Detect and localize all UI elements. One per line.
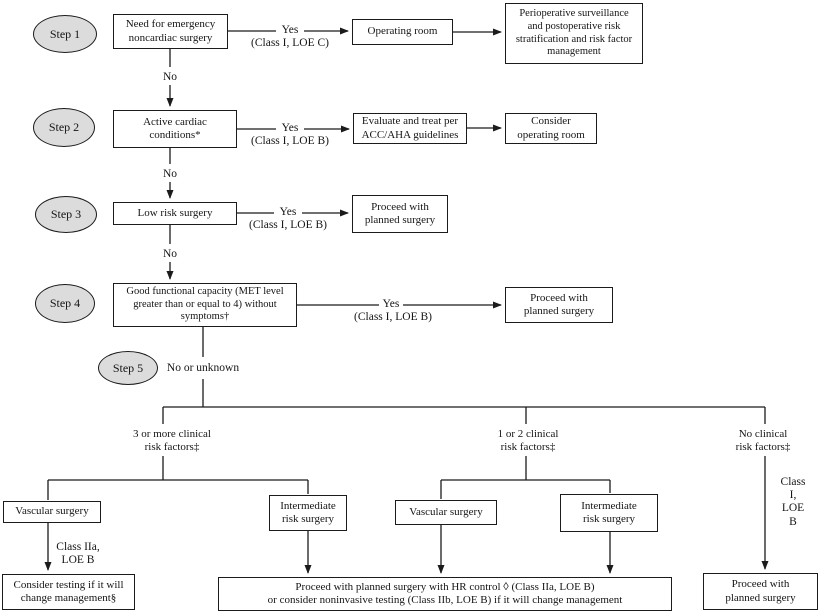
proceed-surgery-step3-box: Proceed with planned surgery [352,195,448,233]
operating-room-box: Operating room [352,19,453,45]
no-label-step1: No [162,71,178,83]
no-or-unknown-label: No or unknown [166,362,240,374]
no-label-step2: No [162,168,178,180]
intermediate-risk-mid-box: Intermediate risk surgery [560,494,658,532]
class-iia-loe-b-label: Class IIa, LOE B [56,541,100,567]
branch-one-or-two-label: 1 or 2 clinical risk factors‡ [497,428,559,453]
consider-testing-box: Consider testing if it will change manag… [2,574,135,610]
step-3-badge: Step 3 [35,196,97,233]
proceed-hr-control-box: Proceed with planned surgery with HR con… [218,577,672,611]
step-4-badge: Step 4 [35,284,95,323]
yes-label-step4: Yes [382,298,400,310]
no-label-step3: No [162,248,178,260]
low-risk-surgery-box: Low risk surgery [113,202,237,225]
proceed-surgery-step4-box: Proceed with planned surgery [505,287,613,323]
class-i-loe-b-label: Class I, LOE B [780,476,806,528]
functional-capacity-box: Good functional capacity (MET level grea… [113,283,297,327]
vascular-surgery-mid-box: Vascular surgery [395,500,497,525]
class-label-step4: (Class I, LOE B) [354,311,432,323]
emergency-surgery-box: Need for emergency noncardiac surgery [113,14,228,49]
vascular-surgery-left-box: Vascular surgery [3,501,101,523]
active-cardiac-conditions-box: Active cardiac conditions* [113,110,237,148]
branch-none-label: No clinical risk factors‡ [735,428,791,453]
step-2-badge: Step 2 [33,108,95,147]
yes-label-step3: Yes [279,206,297,218]
perioperative-surveillance-box: Perioperative surveillance and postopera… [505,3,643,64]
branch-three-or-more-label: 3 or more clinical risk factors‡ [133,428,211,453]
intermediate-risk-left-box: Intermediate risk surgery [269,495,347,531]
step-5-badge: Step 5 [98,351,158,385]
class-label-step3: (Class I, LOE B) [249,219,327,231]
yes-label-step2: Yes [281,122,299,134]
class-label-step2: (Class I, LOE B) [251,135,329,147]
consider-operating-room-box: Consider operating room [505,113,597,144]
class-label-step1: (Class I, LOE C) [251,37,329,49]
step-1-badge: Step 1 [33,15,97,53]
proceed-surgery-right-box: Proceed with planned surgery [703,573,818,610]
yes-label-step1: Yes [281,24,299,36]
evaluate-treat-box: Evaluate and treat per ACC/AHA guideline… [353,113,467,144]
